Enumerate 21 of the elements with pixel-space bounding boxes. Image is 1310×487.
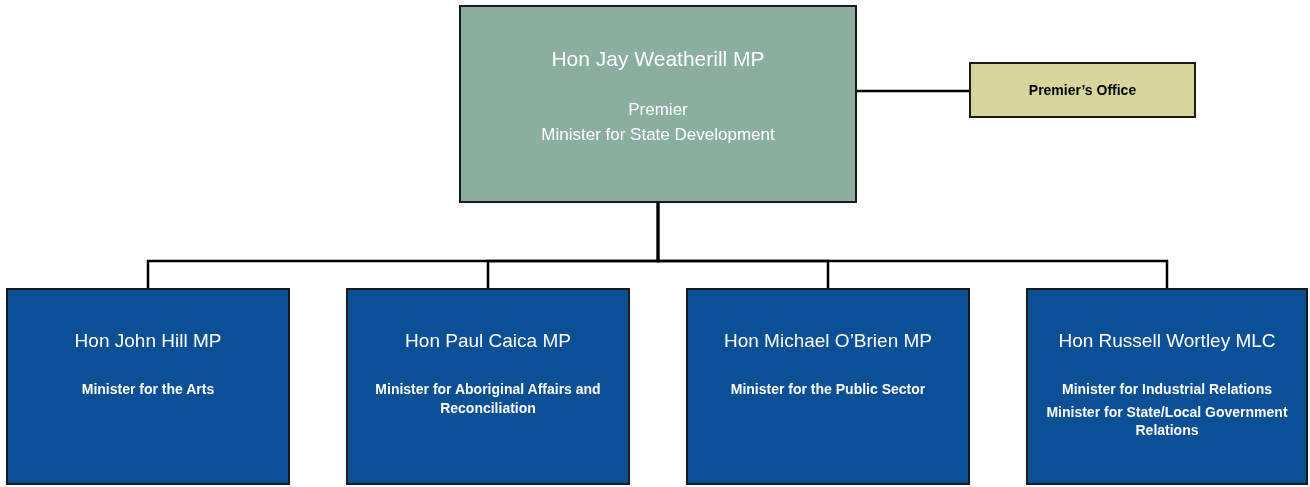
connector-line (857, 89, 969, 93)
position-box (6, 288, 290, 485)
role-title: Minister for State Development (541, 124, 775, 147)
position-box (686, 288, 970, 485)
person-name: Hon Paul Caica MP (405, 329, 571, 353)
position-box (346, 288, 630, 485)
position-box (459, 5, 857, 203)
role-title: Minister for the Public Sector (730, 379, 926, 399)
person-name: Hon Jay Weatherill MP (551, 46, 765, 72)
person-name: Hon Russell Wortley MLC (1058, 329, 1276, 353)
role-title: Minister for State/Local Government Relations (1045, 402, 1289, 441)
connector-line (656, 203, 1169, 288)
role-title: Minister for Aboriginal Affairs and Reconciliation (374, 379, 602, 418)
office-name: Premier’s Office (1028, 81, 1137, 100)
person-name: Hon John Hill MP (74, 329, 222, 353)
position-box (1026, 288, 1308, 485)
role-title: Premier (628, 99, 688, 122)
person-name: Hon Michael O’Brien MP (724, 329, 932, 353)
role-title: Minister for the Arts (81, 379, 215, 399)
role-title: Minister for Industrial Relations (1062, 379, 1272, 399)
office-box (969, 62, 1196, 118)
